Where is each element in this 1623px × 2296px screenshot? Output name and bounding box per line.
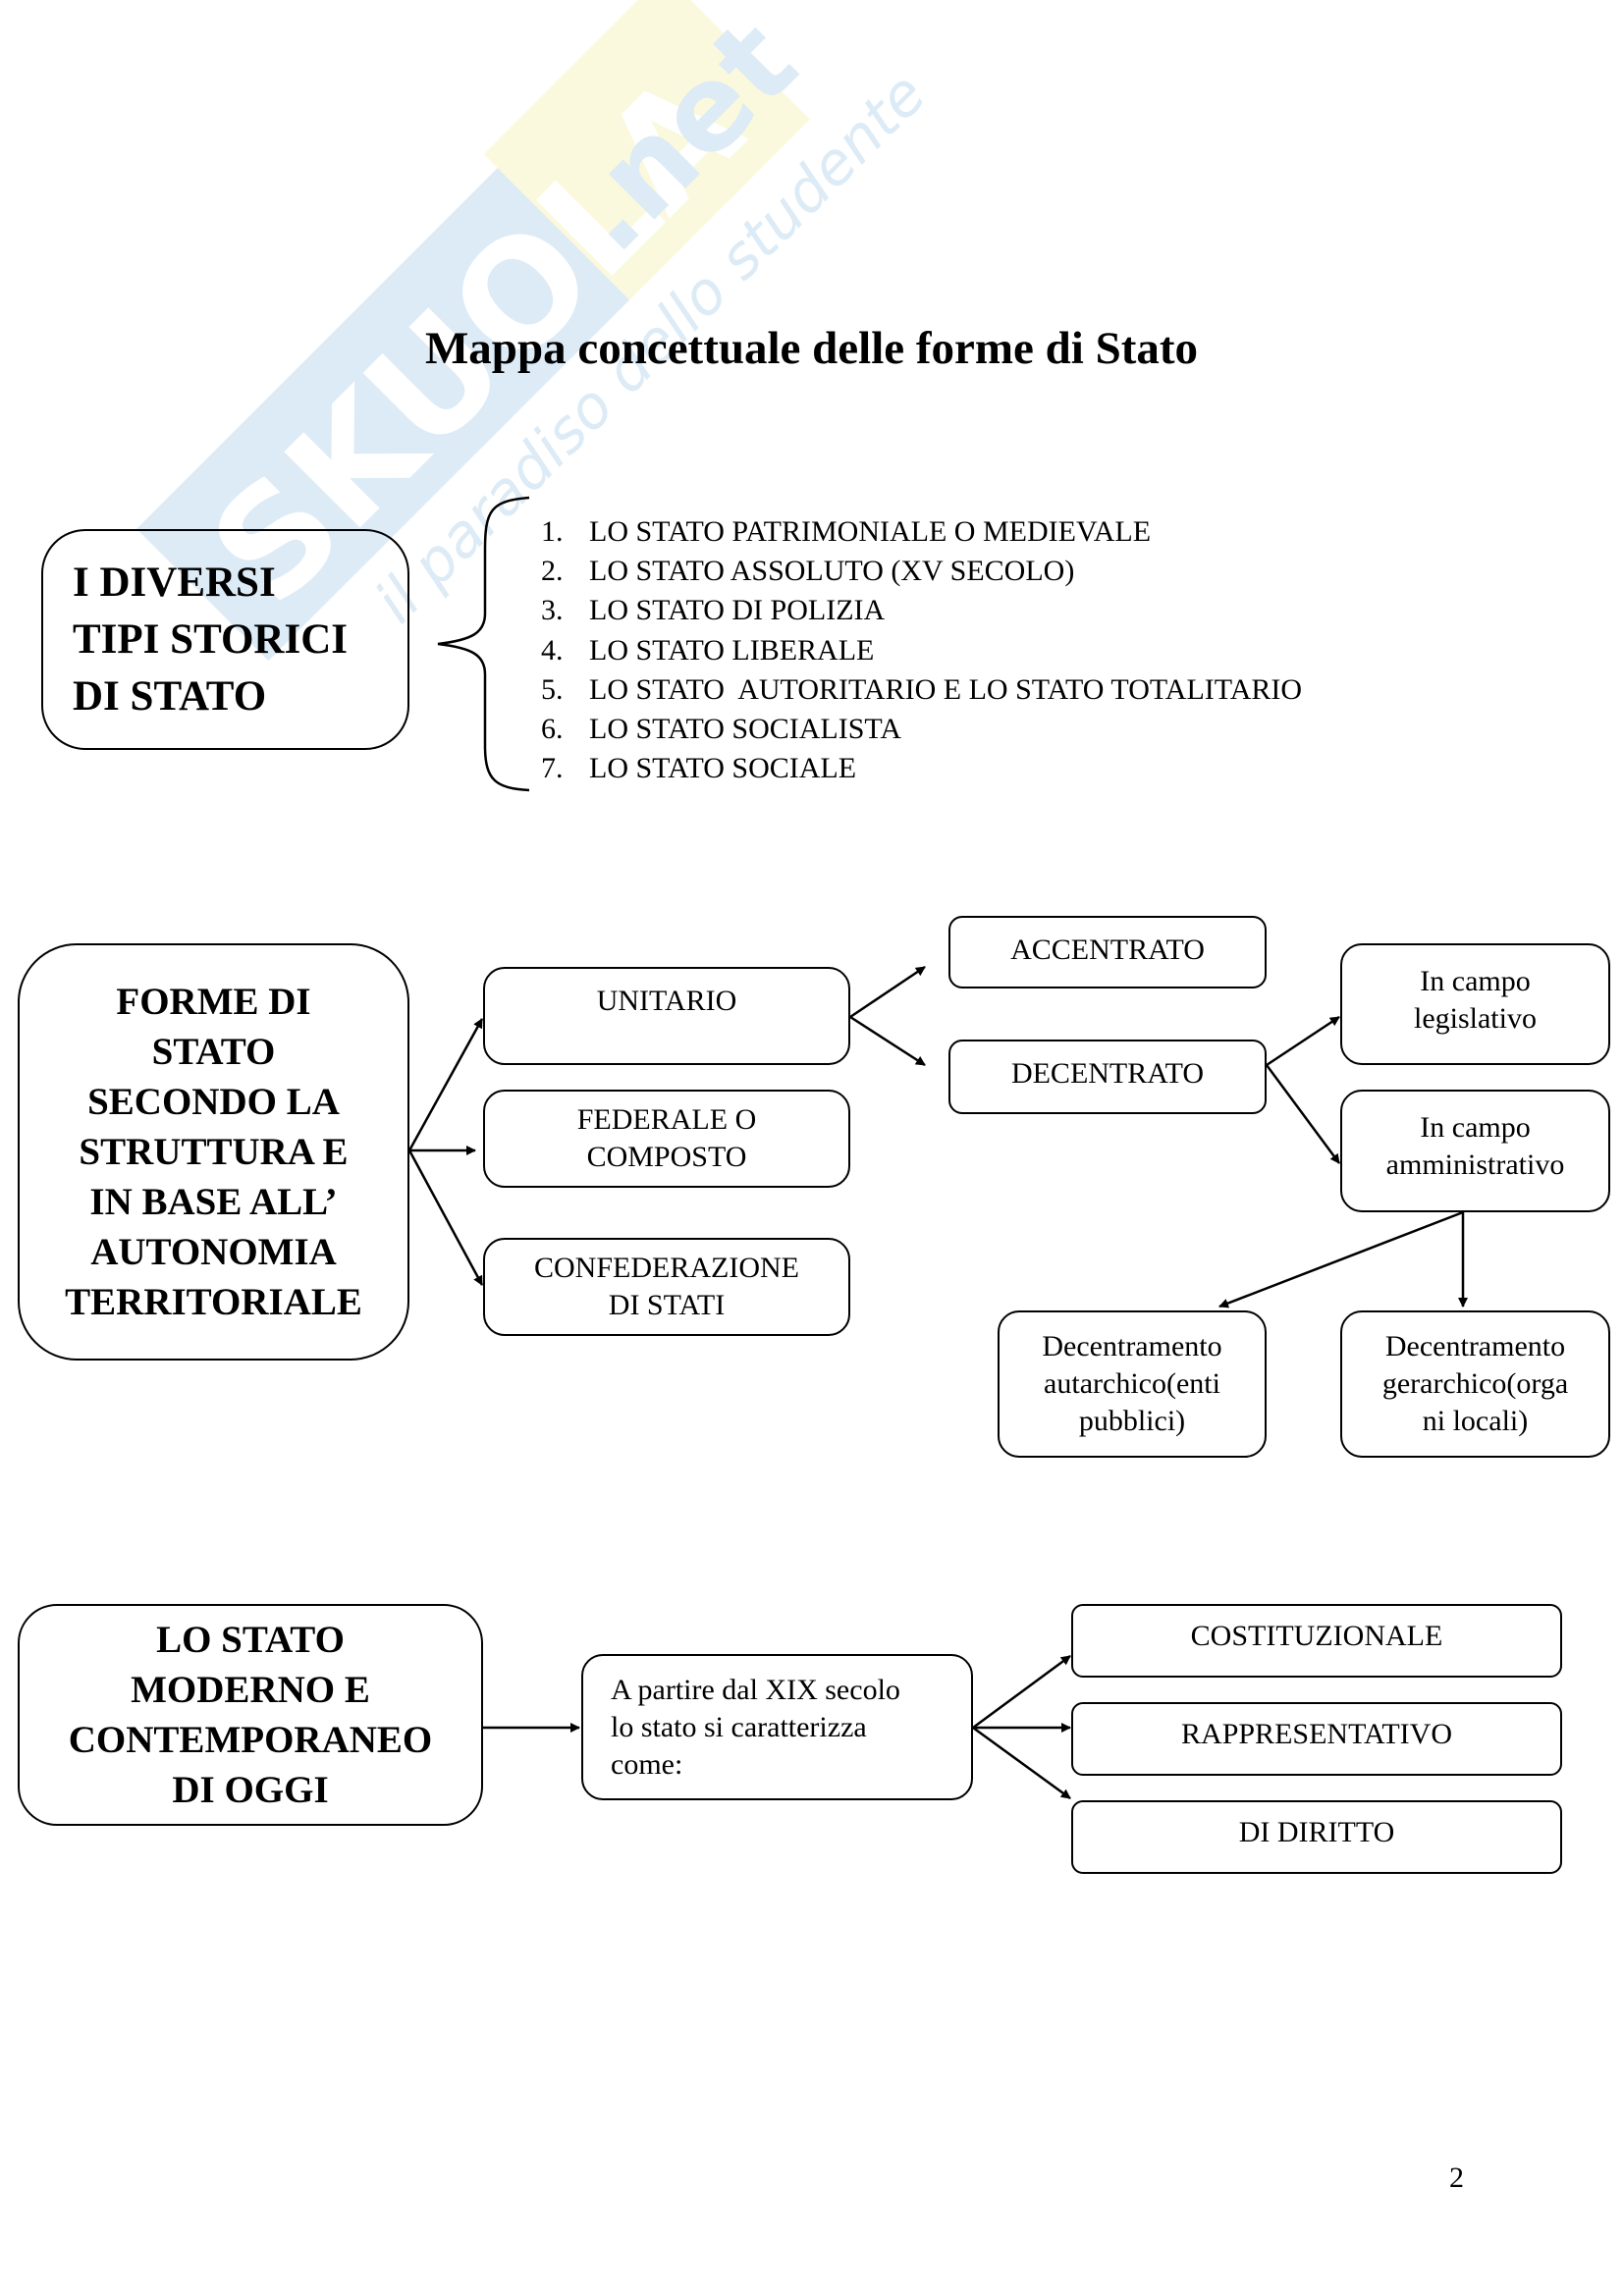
list-item: 1. LO STATO PATRIMONIALE O MEDIEVALE <box>541 512 1302 552</box>
list-item: 7. LO STATO SOCIALE <box>541 749 1302 788</box>
box-label: ACCENTRATO <box>1010 934 1205 966</box>
box-line: FEDERALE O <box>576 1103 757 1136</box>
box-label: COSTITUZIONALE <box>1190 1620 1443 1652</box>
arrow-to-diritto <box>972 1726 1071 1800</box>
arrow-to-costituzionale <box>972 1654 1071 1730</box>
item-text: LO STATO SOCIALISTA <box>589 713 901 746</box>
page-title: Mappa concettuale delle forme di Stato <box>424 323 1199 374</box>
box-line: In campo <box>1420 965 1531 997</box>
item-number: 4. <box>541 633 564 667</box>
item-number: 5. <box>541 672 564 706</box>
box-line: STRUTTURA E <box>79 1131 349 1173</box>
box-line: IN BASE ALL’ <box>89 1181 338 1223</box>
decentrato-box: DECENTRATO <box>948 1040 1267 1114</box>
box-line: A partire dal XIX secolo <box>611 1673 900 1706</box>
box-line: amministrativo <box>1385 1148 1565 1181</box>
list-item: 2. LO STATO ASSOLUTO (XV SECOLO) <box>541 552 1302 591</box>
item-number: 2. <box>541 555 564 588</box>
forms-of-state-box: FORME DI STATO SECONDO LA STRUTTURA E IN… <box>18 943 409 1361</box>
page-number: 2 <box>1449 2162 1464 2194</box>
historical-types-box: I DIVERSI TIPI STORICI DI STATO <box>41 529 409 750</box>
arrow-to-autarchico <box>1218 1210 1464 1308</box>
box-line: TIPI STORICI <box>73 615 349 663</box>
confederazione-box: CONFEDERAZIONE DI STATI <box>483 1238 850 1336</box>
arrow-to-accentrato <box>849 965 926 1019</box>
unitario-box: UNITARIO <box>483 967 850 1065</box>
box-line: Decentramento <box>1384 1330 1566 1362</box>
item-text: LO STATO ASSOLUTO (XV SECOLO) <box>589 555 1075 588</box>
box-line: pubblici) <box>1078 1405 1186 1437</box>
characterization-box: A partire dal XIX secolo lo stato si car… <box>581 1654 973 1800</box>
box-line: STATO <box>151 1031 276 1073</box>
item-number: 1. <box>541 515 564 548</box>
box-line: DI STATI <box>608 1289 726 1321</box>
item-number: 3. <box>541 594 564 627</box>
federale-box: FEDERALE O COMPOSTO <box>483 1090 850 1188</box>
box-line: SECONDO LA <box>87 1081 340 1123</box>
box-label: RAPPRESENTATIVO <box>1181 1718 1452 1750</box>
box-line: MODERNO E <box>131 1669 370 1711</box>
legislativo-box: In campo legislativo <box>1340 943 1610 1065</box>
box-line: In campo <box>1420 1111 1531 1144</box>
box-line: gerarchico(orga <box>1381 1367 1569 1400</box>
box-line: AUTONOMIA <box>90 1231 337 1273</box>
box-line: LO STATO <box>156 1619 345 1661</box>
item-text: LO STATO LIBERALE <box>589 633 875 667</box>
box-label: UNITARIO <box>596 985 737 1017</box>
item-text: LO STATO PATRIMONIALE O MEDIEVALE <box>589 515 1152 548</box>
box-line: Decentramento <box>1042 1330 1222 1362</box>
amministrativo-box: In campo amministrativo <box>1340 1090 1610 1212</box>
curly-brace <box>437 496 530 792</box>
modern-state-box: LO STATO MODERNO E CONTEMPORANEO DI OGGI <box>18 1604 483 1826</box>
arrow-to-amministrativo <box>1265 1064 1341 1164</box>
box-line: lo stato si caratterizza <box>611 1710 867 1743</box>
list-item: 3. LO STATO DI POLIZIA <box>541 591 1302 630</box>
item-number: 6. <box>541 713 564 746</box>
box-line: come: <box>611 1747 683 1781</box>
diritto-box: DI DIRITTO <box>1071 1800 1562 1874</box>
arrow-to-decentrato <box>849 1015 926 1067</box>
gerarchico-box: Decentramento gerarchico(orga ni locali) <box>1340 1310 1610 1458</box>
costituzionale-box: COSTITUZIONALE <box>1071 1604 1562 1678</box>
state-types-list: 1. LO STATO PATRIMONIALE O MEDIEVALE 2. LO… <box>541 512 1302 788</box>
arrow-to-legislativo <box>1266 1015 1340 1067</box>
box-label: DI DIRITTO <box>1238 1816 1395 1848</box>
box-line: FORME DI <box>116 981 311 1023</box>
box-line: CONFEDERAZIONE <box>534 1252 799 1284</box>
item-text: LO STATO AUTORITARIO E LO STATO TOTALITA… <box>589 672 1303 706</box>
arrow-to-confederazione <box>407 1149 484 1286</box>
box-line: legislativo <box>1414 1002 1537 1035</box>
list-item: 6. LO STATO SOCIALISTA <box>541 710 1302 749</box>
box-line: CONTEMPORANEO <box>68 1719 433 1761</box>
item-number: 7. <box>541 752 564 785</box>
box-line: DI OGGI <box>172 1769 329 1811</box>
box-line: I DIVERSI <box>73 559 276 606</box>
box-line: DI STATO <box>73 672 267 720</box>
box-line: autarchico(enti <box>1044 1367 1220 1400</box>
autarchico-box: Decentramento autarchico(enti pubblici) <box>998 1310 1267 1458</box>
box-line: TERRITORIALE <box>65 1281 362 1323</box>
item-text: LO STATO DI POLIZIA <box>589 594 886 627</box>
item-text: LO STATO SOCIALE <box>589 752 857 785</box>
list-item: 5. LO STATO AUTORITARIO E LO STATO TOTALI… <box>541 670 1302 710</box>
accentrato-box: ACCENTRATO <box>948 916 1267 988</box>
box-line: COMPOSTO <box>586 1141 747 1173</box>
box-line: ni locali) <box>1422 1405 1529 1437</box>
list-item: 4. LO STATO LIBERALE <box>541 631 1302 670</box>
box-label: DECENTRATO <box>1010 1057 1205 1090</box>
arrow-to-unitario <box>407 1018 484 1151</box>
rappresentativo-box: RAPPRESENTATIVO <box>1071 1702 1562 1776</box>
